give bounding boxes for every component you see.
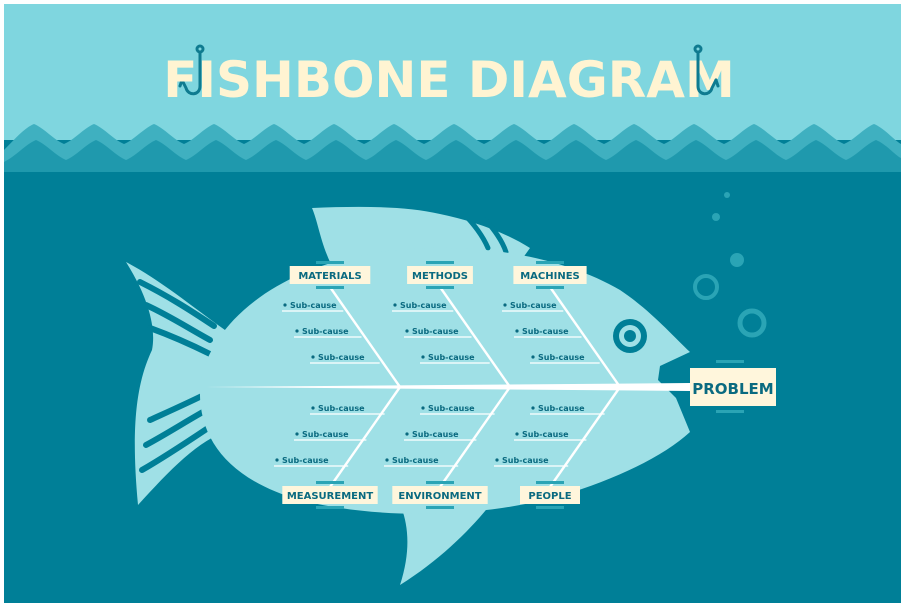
bubble-icon [724,192,730,198]
subcause-label: Sub-cause [400,301,447,310]
label-tick-bottom [316,506,344,509]
subcause-bullet [393,303,396,306]
bubble-icon [730,253,744,267]
category-label: MACHINES [520,271,580,282]
subcause-bullet [515,432,518,435]
category-label: MEASUREMENT [287,491,374,502]
subcause-bullet [283,303,286,306]
label-tick-bottom [316,286,344,289]
subcause-label: Sub-cause [510,301,557,310]
subcause-bullet [421,406,424,409]
label-tick-top [426,261,454,264]
subcause-label: Sub-cause [522,327,569,336]
subcause-label: Sub-cause [502,456,549,465]
label-tick-top [536,261,564,264]
subcause-label: Sub-cause [522,430,569,439]
subcause-bullet [421,355,424,358]
subcause-label: Sub-cause [412,430,459,439]
subcause-label: Sub-cause [428,353,475,362]
subcause-label: Sub-cause [302,327,349,336]
label-tick-bottom [426,286,454,289]
category-label: PEOPLE [528,491,571,502]
subcause-label: Sub-cause [392,456,439,465]
subcause-bullet [531,355,534,358]
subcause-bullet [311,355,314,358]
title-group: FISHBONE DIAGRAM [163,46,734,109]
subcause-label: Sub-cause [412,327,459,336]
subcause-label: Sub-cause [302,430,349,439]
problem-box-tick-top [716,360,744,363]
label-tick-top [316,261,344,264]
category-label: METHODS [412,271,468,282]
label-tick-top [536,481,564,484]
label-tick-bottom [536,286,564,289]
wave-base [4,172,901,182]
subcause-bullet [503,303,506,306]
subcause-bullet [405,432,408,435]
label-tick-bottom [536,506,564,509]
problem-label: PROBLEM [692,380,773,398]
subcause-label: Sub-cause [318,353,365,362]
subcause-bullet [295,432,298,435]
label-tick-bottom [426,506,454,509]
subcause-bullet [311,406,314,409]
subcause-label: Sub-cause [282,456,329,465]
page-title: FISHBONE DIAGRAM [163,51,734,109]
label-tick-top [426,481,454,484]
category-label: ENVIRONMENT [398,491,481,502]
bubble-icon [712,213,720,221]
subcause-bullet [385,458,388,461]
subcause-bullet [405,329,408,332]
subcause-label: Sub-cause [290,301,337,310]
category-label: MATERIALS [298,271,361,282]
subcause-label: Sub-cause [538,353,585,362]
problem-box-tick-bottom [716,410,744,413]
subcause-label: Sub-cause [538,404,585,413]
subcause-label: Sub-cause [428,404,475,413]
subcause-bullet [295,329,298,332]
subcause-bullet [275,458,278,461]
subcause-label: Sub-cause [318,404,365,413]
label-tick-top [316,481,344,484]
fish-eye-icon [613,319,647,353]
subcause-bullet [531,406,534,409]
subcause-bullet [515,329,518,332]
subcause-bullet [495,458,498,461]
